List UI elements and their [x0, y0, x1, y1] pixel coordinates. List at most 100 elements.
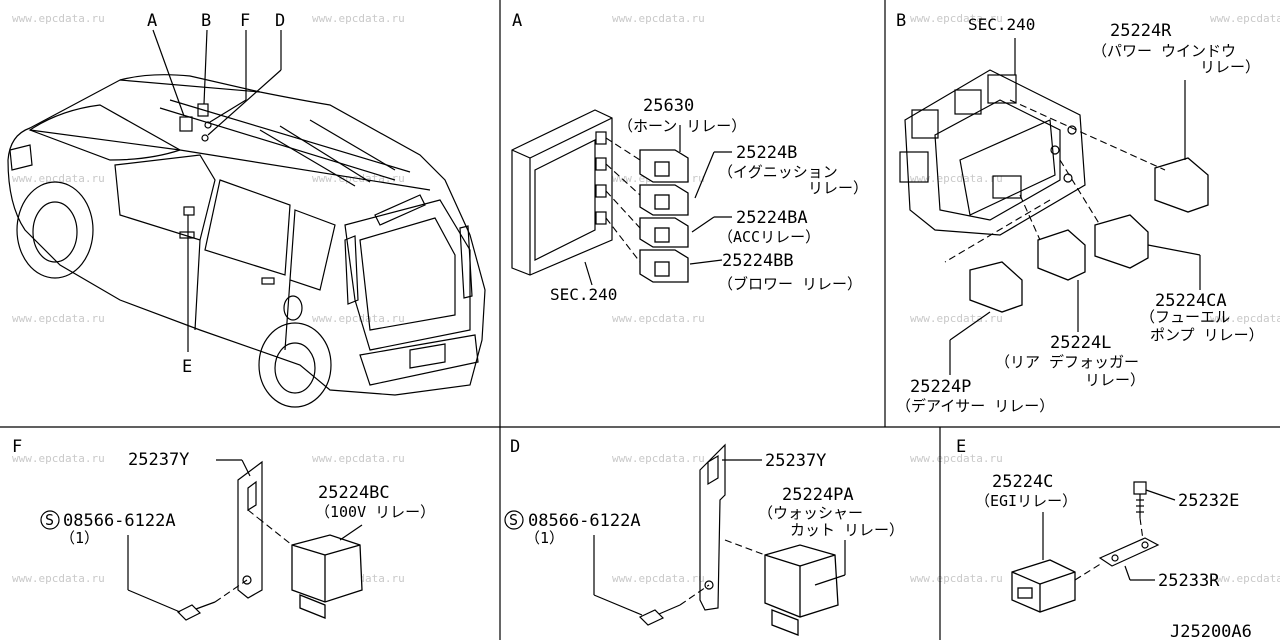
panel-b: B SEC.240: [896, 11, 1264, 415]
screw-qty-f: （1）: [60, 529, 99, 547]
watermark-text: www.epcdata.ru: [12, 452, 105, 465]
callout-e-label: E: [182, 357, 192, 377]
relay-code-f: 25224BC: [318, 483, 390, 503]
watermark-text: www.epcdata.ru: [910, 12, 1003, 25]
screw-code-d: 08566-6122A: [528, 511, 641, 531]
part-desc-fuel-pump: （フューエル: [1140, 308, 1230, 326]
callout-b-label: B: [201, 11, 211, 31]
watermark-text: www.epcdata.ru: [12, 572, 105, 585]
junction-box-a: [511, 109, 613, 276]
assembly-dashes-d: [679, 539, 766, 606]
sec-ref-a: SEC.240: [550, 285, 617, 304]
bracket-e: [1098, 537, 1160, 567]
standard-part-mark: S: [509, 511, 518, 529]
panel-d: D S 25237Y 08566-6122: [504, 437, 904, 636]
panel-e: E 25224C （EGIリレー: [956, 437, 1239, 613]
junction-box-b: [899, 69, 1086, 236]
relay-code-d: 25224PA: [782, 485, 854, 505]
panel-f-letter: F: [12, 437, 22, 457]
callout-leaders: [152, 29, 282, 352]
watermark-text: www.epcdata.ru: [312, 452, 405, 465]
watermark-text: www.epcdata.ru: [12, 172, 105, 185]
callout-a-label: A: [147, 11, 157, 31]
assembly-dashes-f: [214, 509, 293, 603]
watermark-text: www.epcdata.ru: [910, 312, 1003, 325]
diagram-code: J25200A6: [1170, 622, 1252, 640]
screw-code-f: 08566-6122A: [63, 511, 176, 531]
bracket-code-f: 25237Y: [128, 450, 189, 470]
assembly-dashes-b: [944, 99, 1166, 263]
watermark-text: www.epcdata.ru: [612, 452, 705, 465]
screw-f: [176, 601, 216, 621]
part-desc-blower: （ブロワー リレー）: [718, 275, 862, 293]
panel-f: F S 25237Y 085: [12, 437, 435, 621]
part-desc-deicer: （デアイサー リレー）: [896, 397, 1054, 415]
egi-relay: [1011, 559, 1076, 613]
relays-b: [969, 157, 1209, 313]
watermark-text: www.epcdata.ru: [12, 12, 105, 25]
panel-b-letter: B: [896, 11, 906, 31]
part-code-25224l: 25224L: [1050, 333, 1111, 353]
standard-part-icon: [504, 510, 524, 530]
callout-f-label: F: [240, 11, 250, 31]
part-code-25224r: 25224R: [1110, 21, 1172, 41]
part-code-25224ba: 25224BA: [736, 208, 808, 228]
part-desc-horn: （ホーン リレー）: [618, 117, 746, 135]
part-code-25224b: 25224B: [736, 143, 797, 163]
relay-code-e: 25224C: [992, 472, 1053, 492]
part-code-25224p: 25224P: [910, 377, 971, 397]
watermark-text: www.epcdata.ru: [910, 572, 1003, 585]
relay-stack-a: [639, 149, 689, 283]
leaders-f: [127, 459, 363, 613]
part-desc-rear-defogger-2: リレー）: [1085, 371, 1145, 389]
relay-desc-e: （EGIリレー）: [975, 492, 1077, 510]
standard-part-icon: [40, 510, 60, 530]
part-code-25224ca: 25224CA: [1155, 291, 1227, 311]
bracket-code-d: 25237Y: [765, 451, 826, 471]
bracket-d: [699, 443, 726, 611]
sec-ref-b: SEC.240: [968, 15, 1035, 34]
bracket-f: [237, 460, 263, 599]
watermark-text: www.epcdata.ru: [312, 12, 405, 25]
bracket-code-e: 25233R: [1158, 571, 1220, 591]
leaders-a: [584, 125, 732, 286]
vehicle-illustration: [7, 74, 486, 408]
watermark-text: www.epcdata.ru: [612, 572, 705, 585]
leaders-e: [1042, 489, 1176, 581]
panel-e-letter: E: [956, 437, 966, 457]
watermark-text: www.epcdata.ru: [312, 312, 405, 325]
assembly-dashes-a: [605, 137, 641, 263]
watermark-text: www.epcdata.ru: [612, 312, 705, 325]
vehicle-overview: A B F D E: [7, 11, 486, 408]
deicer-relay: [969, 261, 1023, 313]
leaders-b: [949, 38, 1201, 375]
panel-d-letter: D: [510, 437, 520, 457]
fuel-pump-relay: [1094, 214, 1149, 269]
panel-a: A: [511, 11, 868, 304]
part-desc-ignition: （イグニッション: [718, 163, 838, 181]
screw-qty-d: （1）: [525, 529, 564, 547]
part-desc-power-window: （パワー ウインドウ: [1092, 42, 1236, 60]
callout-d-label: D: [275, 11, 285, 31]
watermark-text: www.epcdata.ru: [1210, 12, 1280, 25]
assembly-dashes-e: [1074, 517, 1144, 581]
relay-100v: [291, 534, 363, 603]
watermark-text: www.epcdata.ru: [1210, 312, 1280, 325]
rear-defogger-relay: [1037, 229, 1086, 281]
watermark-text: www.epcdata.ru: [910, 452, 1003, 465]
bolt-e: [1133, 481, 1147, 518]
watermark-text: www.epcdata.ru: [612, 12, 705, 25]
part-code-25630: 25630: [643, 96, 694, 116]
leaders-d: [593, 459, 846, 616]
relay-f: [291, 534, 363, 619]
relay-desc-f: （100V リレー）: [315, 503, 435, 521]
relay-desc-d: （ウォッシャー: [758, 504, 863, 522]
part-code-25224bb: 25224BB: [722, 251, 794, 271]
part-desc-fuel-pump-2: ポンプ リレー）: [1150, 326, 1264, 344]
part-desc-rear-defogger: （リア デフォッガー: [995, 353, 1139, 371]
power-window-relay: [1154, 157, 1209, 213]
relay-e: [1011, 559, 1076, 613]
relay-d: [764, 544, 839, 636]
